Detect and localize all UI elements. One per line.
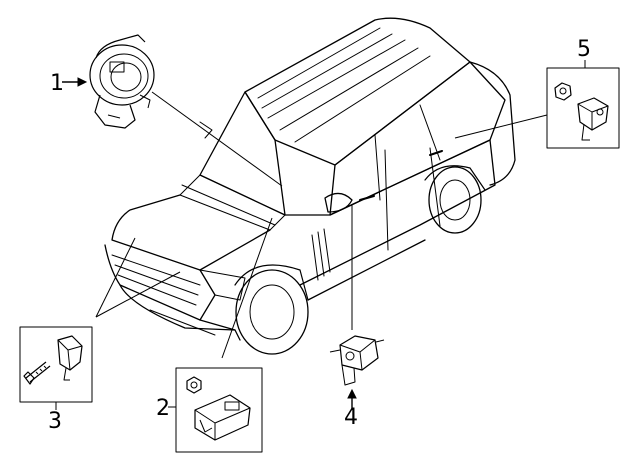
leader-5 [454,114,548,139]
part-2-box [175,367,263,453]
callout-2: 2 [156,396,170,421]
leader-2 [221,217,273,359]
clockspring-part [89,34,155,129]
leader-3b [95,237,136,318]
callout-1: 1 [50,71,64,96]
arrows [62,77,357,410]
rear-sensor-part [546,67,620,149]
callout-4: 4 [344,405,358,430]
side-sensor-part [329,335,385,386]
callout-labels: 1 2 3 4 5 [48,37,591,434]
leader-lines [55,60,586,410]
callout-5: 5 [577,37,591,62]
callout-3: 3 [48,409,62,434]
control-module-part [175,367,263,453]
part-3-box [19,326,93,403]
leader-3a [95,271,181,318]
impact-sensor-part [19,326,93,403]
leader-1 [151,91,283,187]
vehicle-illustration [104,17,516,355]
part-5-box [546,67,620,149]
